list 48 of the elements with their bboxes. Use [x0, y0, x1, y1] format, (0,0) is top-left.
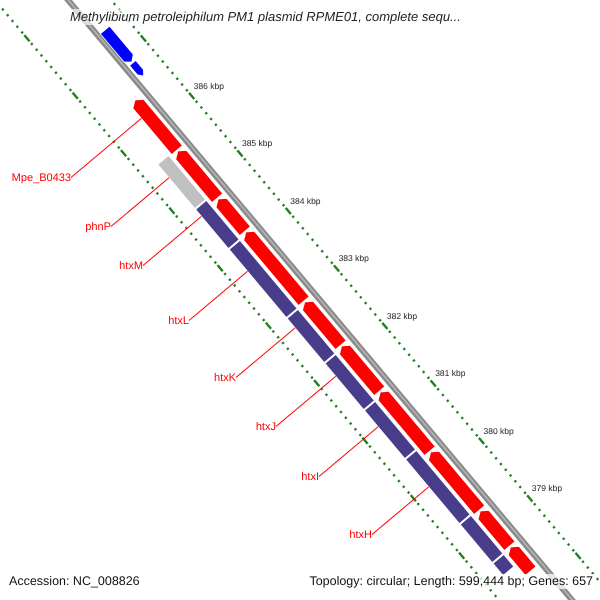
- gene-block: [195, 200, 240, 250]
- topology-text: Topology: circular; Length: 599,444 bp; Genes: 657: [309, 574, 593, 589]
- gene-label: htxK: [214, 372, 236, 385]
- leader-line: [110, 177, 170, 227]
- leader-line: [70, 118, 142, 178]
- gene-feature: [302, 300, 347, 350]
- gene-feature: [428, 450, 486, 516]
- gene-block: [228, 240, 298, 318]
- gene-label: Mpe_B0433: [12, 172, 71, 185]
- gene-feature: [132, 98, 183, 156]
- gene-feature: [129, 60, 144, 76]
- leader-line: [188, 270, 248, 321]
- gene-label: htxM: [119, 260, 143, 273]
- gene-block: [492, 554, 514, 576]
- leader-line: [318, 426, 379, 477]
- gene-label: phnP: [85, 221, 111, 234]
- gene-label: htxL: [168, 315, 189, 328]
- gene-label: htxI: [301, 471, 319, 484]
- scale-label: 386 kbp: [194, 80, 224, 91]
- gene-block: [460, 514, 504, 564]
- scale-label: 384 kbp: [290, 196, 321, 206]
- gene-feature: [339, 344, 386, 396]
- gene-feature: [175, 150, 224, 204]
- gene-feature: [243, 230, 310, 306]
- gene-block: [364, 400, 416, 460]
- leader-line: [236, 327, 296, 378]
- leader-line: [372, 486, 430, 535]
- scale-label: 382 kbp: [386, 310, 418, 321]
- scale-label: 381 kbp: [435, 368, 466, 378]
- scale-label: 383 kbp: [338, 253, 369, 264]
- gene-feature: [378, 390, 436, 456]
- gene-block: [405, 450, 471, 524]
- scale-label: 385 kbp: [242, 138, 272, 148]
- gene-feature: [100, 26, 134, 62]
- gene-feature: [508, 546, 537, 576]
- gene-block: [286, 308, 336, 364]
- gene-block: [324, 354, 375, 410]
- accession-text: Accession: NC_008826: [9, 574, 140, 589]
- leader-line: [276, 376, 336, 427]
- gene-block: [157, 154, 206, 210]
- gene-feature: [478, 510, 516, 552]
- gene-feature: [216, 198, 251, 236]
- leader-line: [142, 216, 202, 266]
- scale-label: 380 kbp: [483, 426, 514, 436]
- title: Methylibium petroleiphilum PM1 plasmid RPME01, complete sequ...: [70, 9, 461, 25]
- gene-label: htxJ: [256, 421, 276, 434]
- scale-label: 379 kbp: [532, 483, 562, 494]
- gene-label: htxH: [349, 529, 372, 542]
